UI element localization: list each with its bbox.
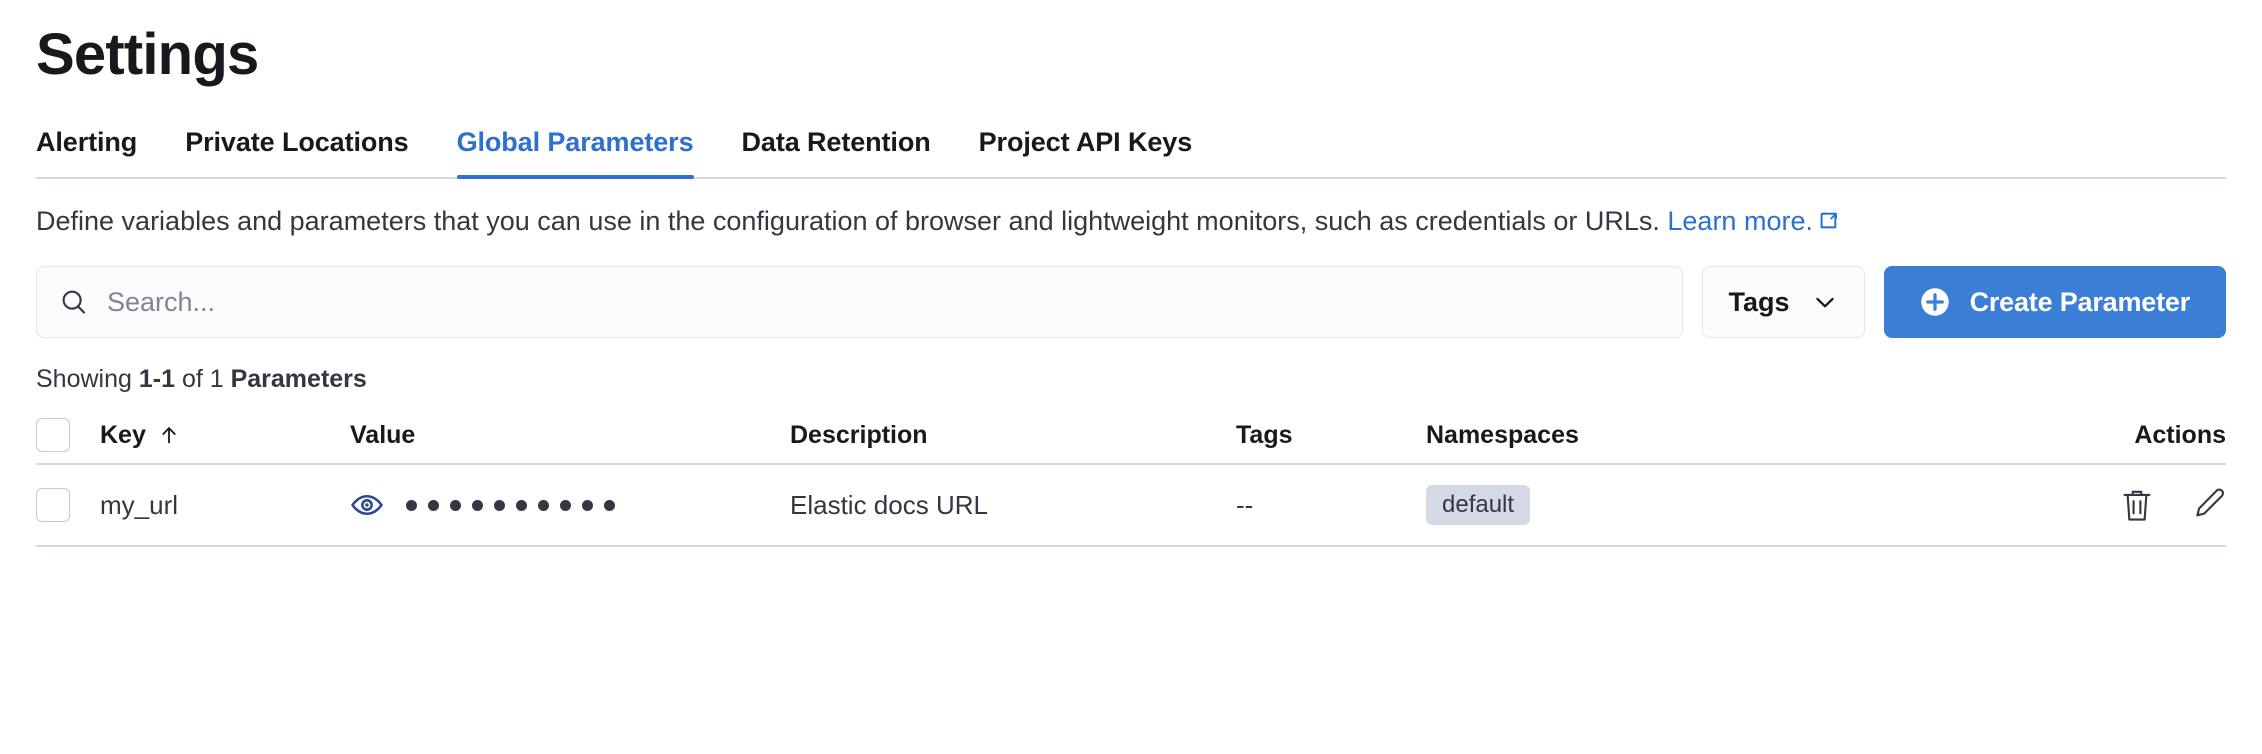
masked-dot	[516, 499, 527, 511]
cell-description: Elastic docs URL	[790, 489, 988, 520]
column-header-key-label: Key	[100, 420, 146, 449]
search-input[interactable]	[107, 267, 1660, 338]
tab-data-retention[interactable]: Data Retention	[741, 126, 931, 157]
pencil-icon[interactable]	[2192, 487, 2226, 523]
showing-range: 1-1	[138, 365, 175, 394]
description-text: Define variables and parameters that you…	[36, 205, 1660, 236]
showing-noun: Parameters	[230, 365, 367, 394]
column-header-actions: Actions	[2026, 421, 2226, 450]
masked-dot	[604, 499, 615, 511]
external-link-icon	[1819, 210, 1840, 231]
column-header-tags[interactable]: Tags	[1236, 420, 1293, 449]
create-parameter-label: Create Parameter	[1969, 286, 2191, 317]
search-box[interactable]	[36, 266, 1683, 339]
select-all-checkbox[interactable]	[36, 418, 70, 453]
masked-dot	[472, 499, 483, 511]
page-description: Define variables and parameters that you…	[36, 205, 2226, 239]
masked-value-dots	[406, 499, 615, 511]
plus-circle-icon	[1920, 287, 1950, 317]
select-all-cell	[36, 418, 100, 453]
tab-alerting[interactable]: Alerting	[36, 126, 138, 157]
trash-icon[interactable]	[2120, 487, 2154, 523]
parameters-table: Key Value Description Tags Namespaces Ac…	[36, 407, 2226, 548]
table-header-row: Key Value Description Tags Namespaces Ac…	[36, 407, 2226, 466]
create-parameter-button[interactable]: Create Parameter	[1883, 266, 2226, 339]
masked-dot	[494, 499, 505, 511]
tab-global-parameters[interactable]: Global Parameters	[433, 127, 718, 179]
learn-more-link[interactable]: Learn more.	[1667, 205, 1813, 236]
table-row: my_url Elastic docs URL -- default	[36, 465, 2226, 548]
column-header-key[interactable]: Key	[100, 421, 350, 450]
showing-middle: of 1	[175, 365, 231, 394]
controls-row: Tags Create Parameter	[36, 266, 2226, 339]
chevron-down-icon	[1812, 289, 1838, 315]
tab-private-locations[interactable]: Private Locations	[185, 126, 409, 157]
row-select-cell	[36, 488, 100, 523]
masked-dot	[406, 499, 417, 511]
masked-dot	[538, 499, 549, 511]
results-count: Showing 1-1 of 1 Parameters	[36, 365, 2226, 394]
tags-filter-label: Tags	[1728, 286, 1790, 317]
masked-dot	[450, 499, 461, 511]
cell-value	[350, 488, 790, 522]
cell-namespaces: default	[1426, 485, 2026, 526]
search-icon	[59, 287, 89, 317]
showing-prefix: Showing	[36, 365, 139, 394]
tags-filter-button[interactable]: Tags	[1701, 266, 1865, 339]
cell-key: my_url	[100, 489, 179, 520]
column-header-description[interactable]: Description	[790, 420, 928, 449]
column-header-actions-label: Actions	[2134, 420, 2226, 449]
column-header-value[interactable]: Value	[350, 420, 416, 449]
cell-tags: --	[1236, 489, 1254, 520]
settings-tabs: Alerting Private Locations Global Parame…	[36, 127, 2226, 179]
cell-actions	[2026, 487, 2226, 523]
row-select-checkbox[interactable]	[36, 488, 70, 523]
namespace-badge: default	[1426, 485, 1531, 526]
sort-ascending-arrow-icon	[158, 424, 180, 446]
masked-dot	[560, 499, 571, 511]
eye-icon[interactable]	[350, 488, 384, 522]
masked-dot	[428, 499, 439, 511]
masked-dot	[582, 499, 593, 511]
column-header-namespaces[interactable]: Namespaces	[1426, 420, 1579, 449]
page-title: Settings	[36, 22, 259, 87]
tab-project-api-keys[interactable]: Project API Keys	[978, 126, 1193, 157]
